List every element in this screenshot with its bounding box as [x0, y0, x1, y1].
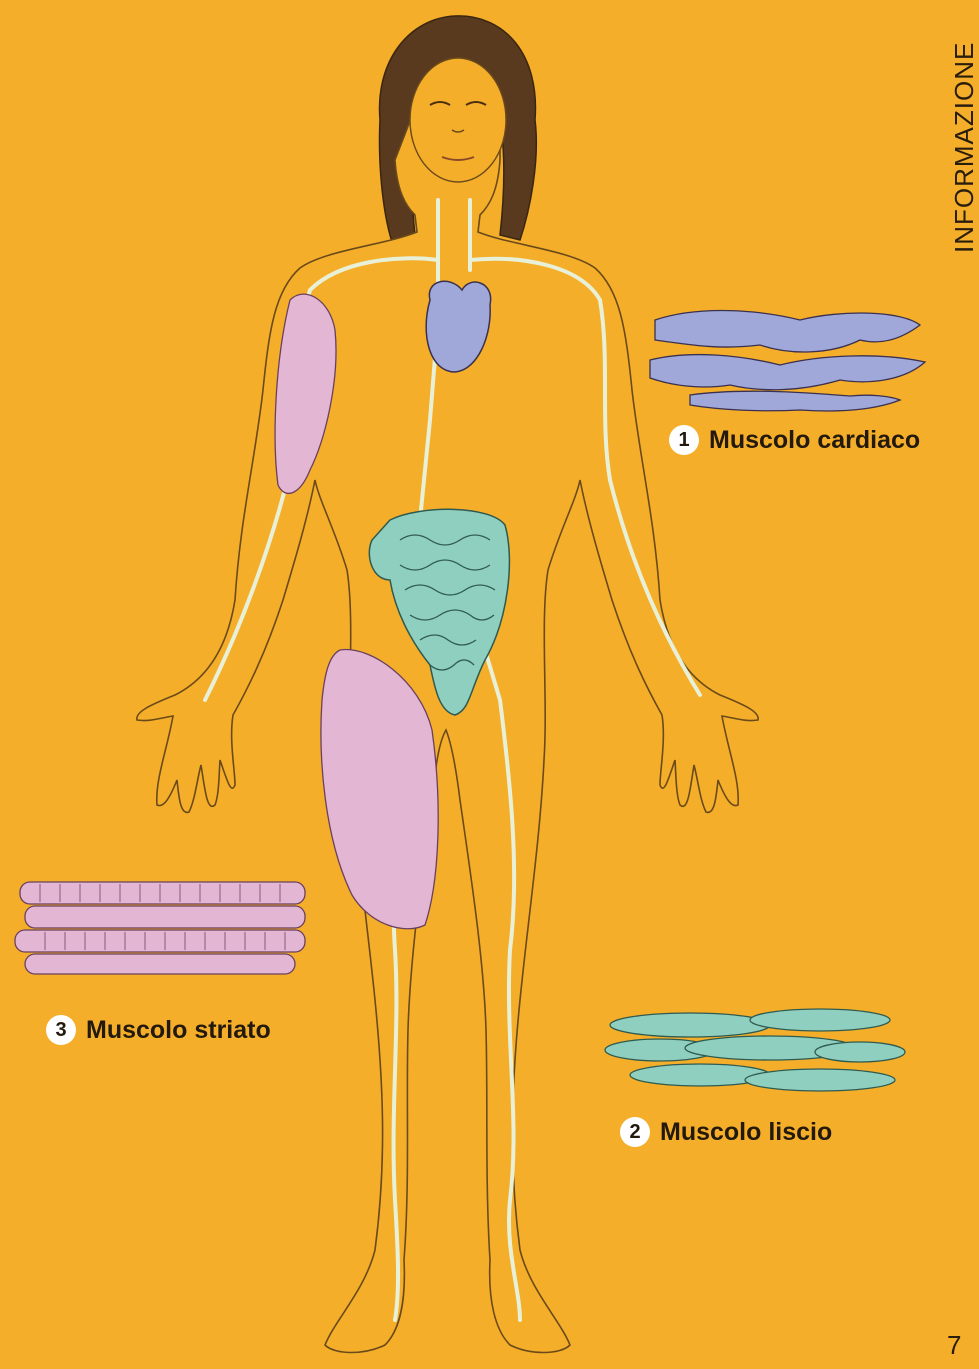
smooth-tissue: [605, 1009, 905, 1091]
label-text: Muscolo liscio: [660, 1118, 832, 1147]
number-badge: 1: [669, 425, 699, 455]
label-striated-muscle: 3 Muscolo striato: [46, 1015, 271, 1045]
face: [410, 58, 506, 182]
cardiac-tissue: [650, 311, 925, 411]
section-label: INFORMAZIONE: [951, 42, 977, 253]
page-number: 7: [947, 1330, 961, 1361]
label-smooth-muscle: 2 Muscolo liscio: [620, 1117, 832, 1147]
number-badge: 2: [620, 1117, 650, 1147]
label-text: Muscolo cardiaco: [709, 426, 920, 455]
label-cardiac-muscle: 1 Muscolo cardiaco: [669, 425, 920, 455]
label-text: Muscolo striato: [86, 1016, 271, 1045]
number-badge: 3: [46, 1015, 76, 1045]
